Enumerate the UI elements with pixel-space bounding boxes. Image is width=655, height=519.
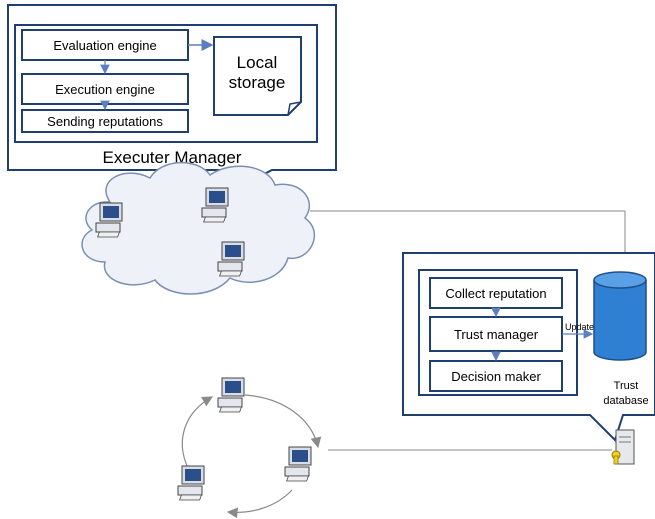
- trust-database-label-line1: Trust: [614, 380, 639, 392]
- computer-icon: [95, 202, 123, 238]
- computer-icon: [201, 187, 229, 223]
- database-icon: [593, 271, 647, 361]
- update-label: Update: [565, 322, 594, 332]
- computer-icon: [217, 377, 245, 413]
- local-storage-box: [213, 36, 302, 116]
- local-storage-label-line2: storage: [229, 73, 286, 92]
- evaluation-engine-label: Evaluation engine: [53, 38, 156, 53]
- trust-database-label-line2: database: [603, 395, 648, 407]
- collect-reputation-label: Collect reputation: [445, 286, 546, 301]
- execution-engine-box: [21, 73, 189, 105]
- execution-engine-label: Execution engine: [55, 82, 155, 97]
- server-icon: [611, 429, 635, 465]
- local-storage-label-line1: Local: [237, 53, 278, 72]
- trust-system-callout: Collect reputation Trust manager Decisio…: [402, 252, 655, 442]
- computer-icon: [177, 465, 205, 501]
- sending-reputations-label: Sending reputations: [47, 114, 163, 129]
- decision-maker-label: Decision maker: [451, 369, 541, 384]
- computer-icon: [284, 446, 312, 482]
- executer-manager-callout: Evaluation engine Execution engine Sendi…: [7, 4, 337, 192]
- executer-manager-title: Executer Manager: [103, 148, 242, 167]
- cloud-shape: [81, 161, 316, 295]
- computer-icon: [217, 241, 245, 277]
- trust-manager-label: Trust manager: [454, 327, 539, 342]
- connection-lines: [310, 210, 626, 451]
- peer-ring: [181, 394, 322, 519]
